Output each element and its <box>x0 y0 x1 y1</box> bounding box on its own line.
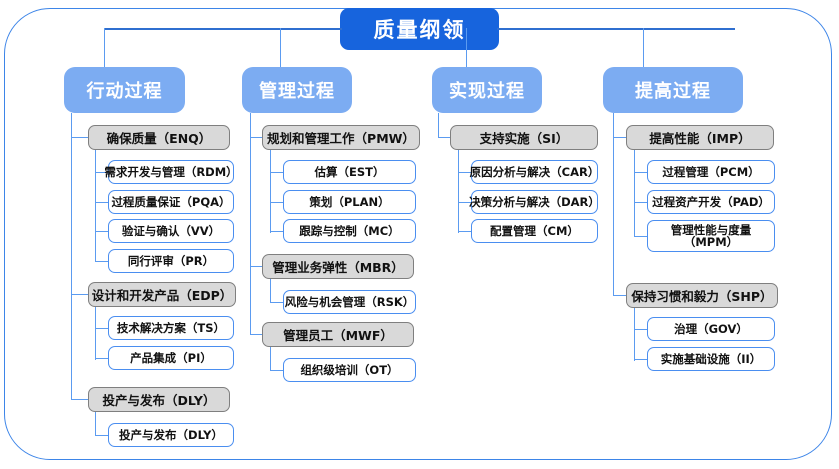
leaf-dly[interactable]: 投产与发布（DLY） <box>108 423 234 447</box>
enq-child-spine <box>95 150 97 262</box>
imp-child-spine <box>634 150 636 237</box>
mbr-child-spine <box>270 279 272 303</box>
col1-spine <box>71 113 73 400</box>
leaf-vv[interactable]: 验证与确认（VV） <box>108 219 234 243</box>
group-mbr[interactable]: 管理业务弹性（MBR） <box>262 254 414 279</box>
title-spine-left <box>104 28 342 30</box>
leaf-pad[interactable]: 过程资产开发（PAD） <box>647 190 775 214</box>
mwf-child-spine <box>270 347 272 371</box>
leaf-mc[interactable]: 跟踪与控制（MC） <box>283 219 416 243</box>
leaf-dar[interactable]: 决策分析与解决（DAR） <box>469 190 600 214</box>
leaf-rsk[interactable]: 风险与机会管理（RSK） <box>283 290 416 314</box>
col1-stub-edp <box>71 294 88 296</box>
drop-col-action <box>104 28 106 67</box>
col2-spine <box>250 113 252 335</box>
drop-col-improve <box>643 28 645 67</box>
group-imp[interactable]: 提高性能（IMP） <box>626 125 774 150</box>
enq-stub-4 <box>95 261 108 263</box>
group-shp[interactable]: 保持习惯和毅力（SHP） <box>626 283 778 308</box>
col3-spine <box>438 113 440 138</box>
si-child-spine <box>458 150 460 233</box>
col2-stub-pmw <box>250 137 262 139</box>
leaf-pqa[interactable]: 过程质量保证（PQA） <box>108 190 234 214</box>
enq-stub-3 <box>95 231 108 233</box>
diagram-title: 质量纲领 <box>340 8 499 50</box>
edp-stub-1 <box>95 328 108 330</box>
col2-stub-mbr <box>250 266 262 268</box>
col2-stub-mwf <box>250 334 262 336</box>
pmw-child-spine <box>270 150 272 233</box>
si-stub-1 <box>458 172 471 174</box>
leaf-est[interactable]: 估算（EST） <box>283 160 416 184</box>
edp-stub-2 <box>95 358 108 360</box>
leaf-ii[interactable]: 实施基础设施（II） <box>647 347 775 371</box>
col1-stub-enq <box>71 137 88 139</box>
leaf-gov[interactable]: 治理（GOV） <box>647 317 775 341</box>
group-mwf[interactable]: 管理员工（MWF） <box>262 322 414 347</box>
drop-col-manage <box>280 28 282 67</box>
column-header-improve[interactable]: 提高过程 <box>603 67 743 113</box>
group-dly[interactable]: 投产与发布（DLY） <box>88 387 230 412</box>
leaf-plan[interactable]: 策划（PLAN） <box>283 190 416 214</box>
dly-stub-1 <box>95 435 108 437</box>
shp-child-spine <box>634 308 636 361</box>
column-header-manage[interactable]: 管理过程 <box>242 67 352 113</box>
mbr-stub-1 <box>270 302 283 304</box>
shp-stub-2 <box>634 359 647 361</box>
column-header-realize[interactable]: 实现过程 <box>432 67 542 113</box>
leaf-cm[interactable]: 配置管理（CM） <box>471 219 598 243</box>
column-header-action[interactable]: 行动过程 <box>64 67 185 113</box>
leaf-pi[interactable]: 产品集成（PI） <box>108 346 234 370</box>
leaf-rdm[interactable]: 需求开发与管理（RDM） <box>104 160 238 184</box>
si-stub-3 <box>458 231 471 233</box>
group-edp[interactable]: 设计和开发产品（EDP） <box>88 282 236 307</box>
title-spine-right <box>497 28 735 30</box>
mwf-stub-1 <box>270 370 283 372</box>
dly-child-spine <box>95 412 97 436</box>
si-stub-2 <box>458 202 471 204</box>
col3-stub-si <box>438 137 450 139</box>
leaf-car[interactable]: 原因分析与解决（CAR） <box>470 160 599 184</box>
group-si[interactable]: 支持实施（SI） <box>450 125 598 150</box>
col4-stub-shp <box>613 295 626 297</box>
shp-stub-1 <box>634 329 647 331</box>
leaf-ts[interactable]: 技术解决方案（TS） <box>108 316 234 340</box>
pmw-stub-1 <box>270 172 283 174</box>
leaf-mpm[interactable]: 管理性能与度量（MPM） <box>647 220 775 252</box>
imp-stub-3 <box>634 236 647 238</box>
imp-stub-1 <box>634 172 647 174</box>
enq-stub-2 <box>95 202 108 204</box>
edp-child-spine <box>95 307 97 360</box>
group-pmw[interactable]: 规划和管理工作（PMW） <box>262 125 420 150</box>
pmw-stub-3 <box>270 231 283 233</box>
leaf-ot[interactable]: 组织级培训（OT） <box>283 358 416 382</box>
drop-col-realize <box>466 28 468 67</box>
pmw-stub-2 <box>270 202 283 204</box>
group-enq[interactable]: 确保质量（ENQ） <box>88 125 230 150</box>
enq-stub-1 <box>95 172 108 174</box>
leaf-pr[interactable]: 同行评审（PR） <box>108 249 234 273</box>
col4-stub-imp <box>613 137 626 139</box>
leaf-pcm[interactable]: 过程管理（PCM） <box>647 160 775 184</box>
col4-spine <box>613 113 615 296</box>
imp-stub-2 <box>634 202 647 204</box>
col1-stub-dly <box>71 399 88 401</box>
